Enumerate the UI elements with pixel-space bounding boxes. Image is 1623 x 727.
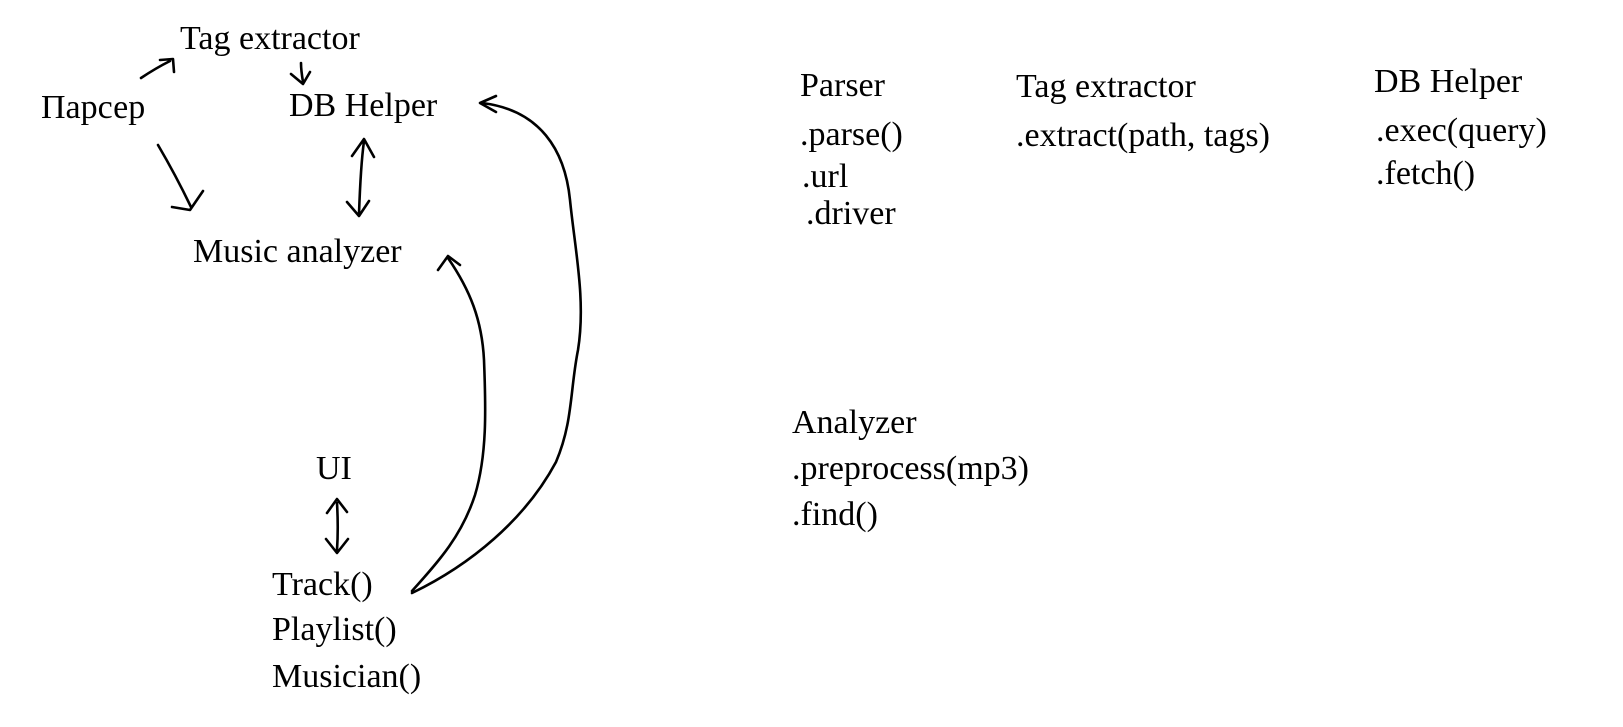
arrow-parser-to-tag-extractor	[139, 57, 176, 80]
class-db-helper-member: .fetch()	[1376, 155, 1476, 192]
arrow-db-helper-music-analyzer	[345, 137, 376, 218]
class-analyzer-member: .preprocess(mp3)	[792, 450, 1029, 487]
node-music-analyzer: Music analyzer	[193, 233, 402, 270]
class-parser-member: .driver	[806, 195, 896, 232]
arrow-ui-track	[324, 497, 350, 555]
node-ui: UI	[316, 450, 352, 487]
class-analyzer-member: .find()	[792, 496, 878, 533]
arrow-tag-extractor-to-db-helper	[289, 61, 312, 86]
arrow-track-to-music-analyzer	[410, 254, 487, 593]
class-tag-extractor-name: Tag extractor	[1016, 68, 1196, 105]
class-db-helper-name: DB Helper	[1374, 63, 1523, 100]
node-musician: Musician()	[272, 658, 422, 695]
node-parser: Парсер	[41, 89, 146, 126]
node-playlist: Playlist()	[272, 611, 397, 648]
node-db-helper: DB Helper	[289, 87, 438, 124]
node-tag-extractor: Tag extractor	[180, 20, 360, 57]
class-db-helper-member: .exec(query)	[1376, 112, 1547, 149]
class-parser-member: .parse()	[800, 116, 903, 153]
arrow-track-to-db-helper	[410, 94, 583, 595]
class-parser-name: Parser	[800, 67, 885, 104]
class-analyzer-name: Analyzer	[792, 404, 917, 441]
class-tag-extractor-member: .extract(path, tags)	[1016, 117, 1270, 154]
class-parser-member: .url	[802, 158, 849, 195]
arrow-parser-to-music-analyzer	[156, 143, 205, 212]
node-track: Track()	[272, 566, 373, 603]
